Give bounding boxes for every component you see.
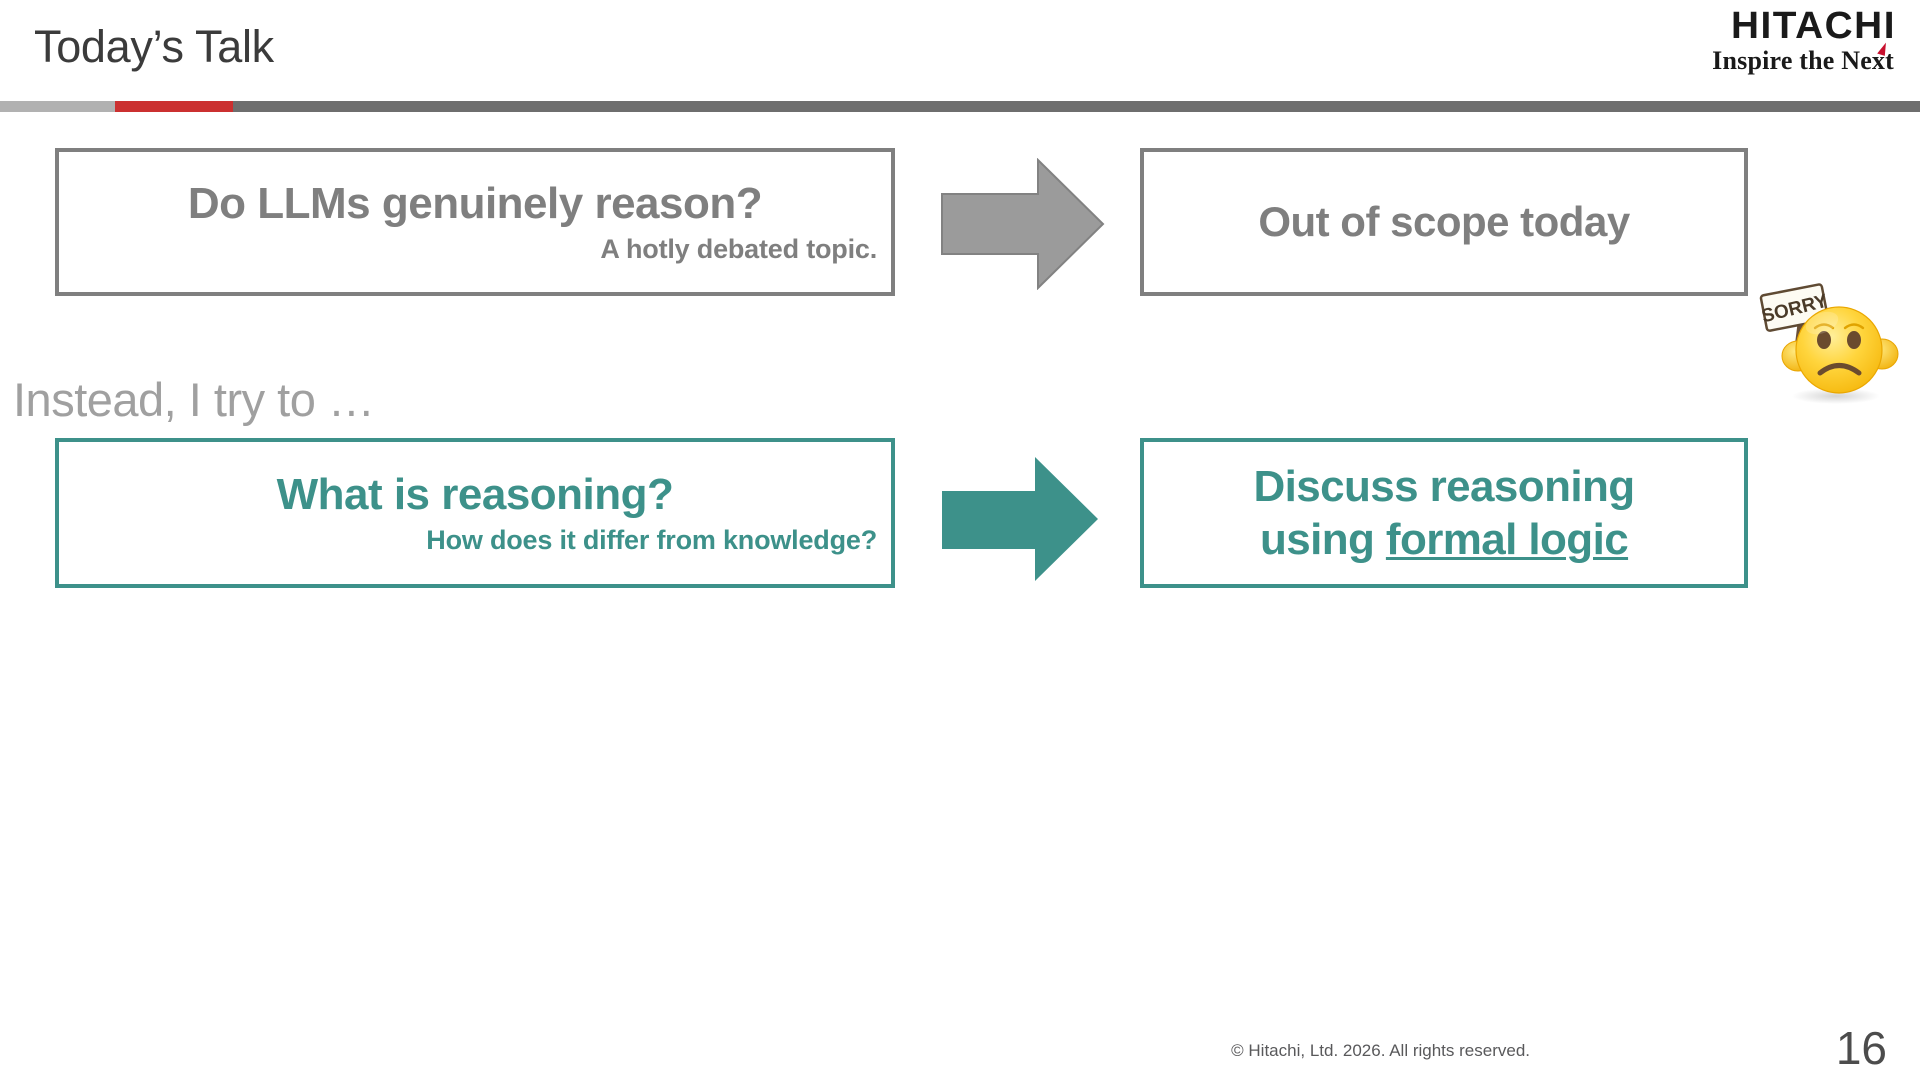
hitachi-logo: HITACHI Inspire the Next	[1648, 6, 1896, 75]
box-llm-question-main: Do LLMs genuinely reason?	[187, 179, 763, 228]
divider-segment-accent-red	[115, 101, 233, 112]
divider-segment-light	[0, 101, 115, 112]
divider-segment-dark	[233, 101, 1920, 112]
box-discuss-logic-line2: using formal logic	[1144, 513, 1744, 566]
header-divider-rule	[0, 101, 1920, 112]
hitachi-tagline-wrapper: Inspire the Next	[1648, 41, 1896, 75]
hitachi-wordmark: HITACHI	[1730, 5, 1896, 47]
box-discuss-logic-formal-logic: formal logic	[1385, 515, 1629, 564]
copyright-notice: © Hitachi, Ltd. 2026. All rights reserve…	[1231, 1041, 1530, 1060]
page-number: 16	[1835, 1022, 1887, 1074]
box-out-of-scope: Out of scope today	[1140, 148, 1748, 296]
arrow-right-gray-icon	[940, 157, 1105, 291]
box-what-is-reasoning: What is reasoning? How does it differ fr…	[55, 438, 895, 588]
arrow-right-teal-icon	[940, 455, 1100, 583]
box-discuss-logic: Discuss reasoning using formal logic	[1140, 438, 1748, 588]
box-discuss-logic-line1: Discuss reasoning	[1253, 462, 1635, 511]
box-llm-question: Do LLMs genuinely reason? A hotly debate…	[55, 148, 895, 296]
box-what-is-reasoning-main: What is reasoning?	[276, 470, 674, 519]
hitachi-tagline: Inspire the Next	[1712, 46, 1894, 75]
box-discuss-logic-line2-prefix: using	[1259, 515, 1386, 564]
sorry-sad-face-emoji-icon: SORRY	[1740, 268, 1920, 408]
page-title: Today’s Talk	[34, 21, 274, 72]
transition-label: Instead, I try to …	[13, 373, 375, 426]
box-what-is-reasoning-sub: How does it differ from knowledge?	[426, 525, 877, 555]
box-llm-question-sub: A hotly debated topic.	[600, 234, 877, 264]
box-out-of-scope-main: Out of scope today	[1258, 198, 1630, 245]
